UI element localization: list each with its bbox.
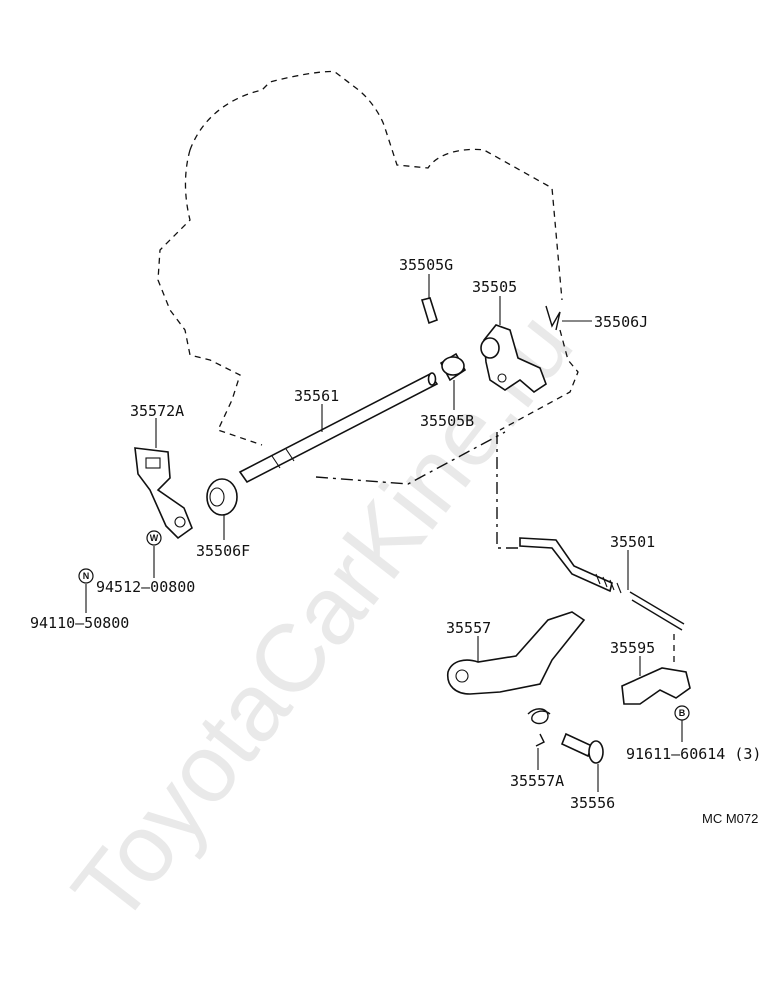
symbol-washer: W <box>146 530 162 546</box>
symbol-bolt: B <box>674 705 690 721</box>
shaft-collar <box>439 352 467 382</box>
label-35505G: 35505G <box>399 256 453 274</box>
shift-shaft <box>238 372 439 484</box>
label-35506J: 35506J <box>594 313 648 331</box>
label-35556: 35556 <box>570 794 615 812</box>
outer-selector-lever <box>134 447 193 540</box>
svg-text:N: N <box>83 571 90 581</box>
selector-lever-outer <box>446 611 586 695</box>
label-35561: 35561 <box>294 387 339 405</box>
label-94512-00800: 94512–00800 <box>96 578 195 596</box>
transmission-case-outline <box>157 70 579 549</box>
label-35506F: 35506F <box>196 542 250 560</box>
retaining-clip <box>545 305 561 331</box>
return-spring <box>527 708 551 747</box>
control-cable <box>519 537 685 631</box>
label-91611-60614: 91611–60614 (3) <box>626 745 761 763</box>
svg-text:B: B <box>679 708 686 718</box>
symbol-nut: N <box>78 568 94 584</box>
cable-bracket <box>621 634 691 705</box>
label-35572A: 35572A <box>130 402 184 420</box>
label-35505B: 35505B <box>420 412 474 430</box>
label-94110-50800: 94110–50800 <box>30 614 129 632</box>
shaft-bushing <box>206 478 238 516</box>
leader-lines <box>85 274 683 792</box>
pivot-bolt <box>560 732 604 764</box>
label-35557: 35557 <box>446 619 491 637</box>
label-35505: 35505 <box>472 278 517 296</box>
shift-pin <box>420 297 438 325</box>
shift-lever-inner <box>480 324 547 394</box>
diagram-code: MC M072 <box>702 811 758 826</box>
label-35557A: 35557A <box>510 772 564 790</box>
svg-text:W: W <box>150 533 159 543</box>
label-35595: 35595 <box>610 639 655 657</box>
label-35501: 35501 <box>610 533 655 551</box>
